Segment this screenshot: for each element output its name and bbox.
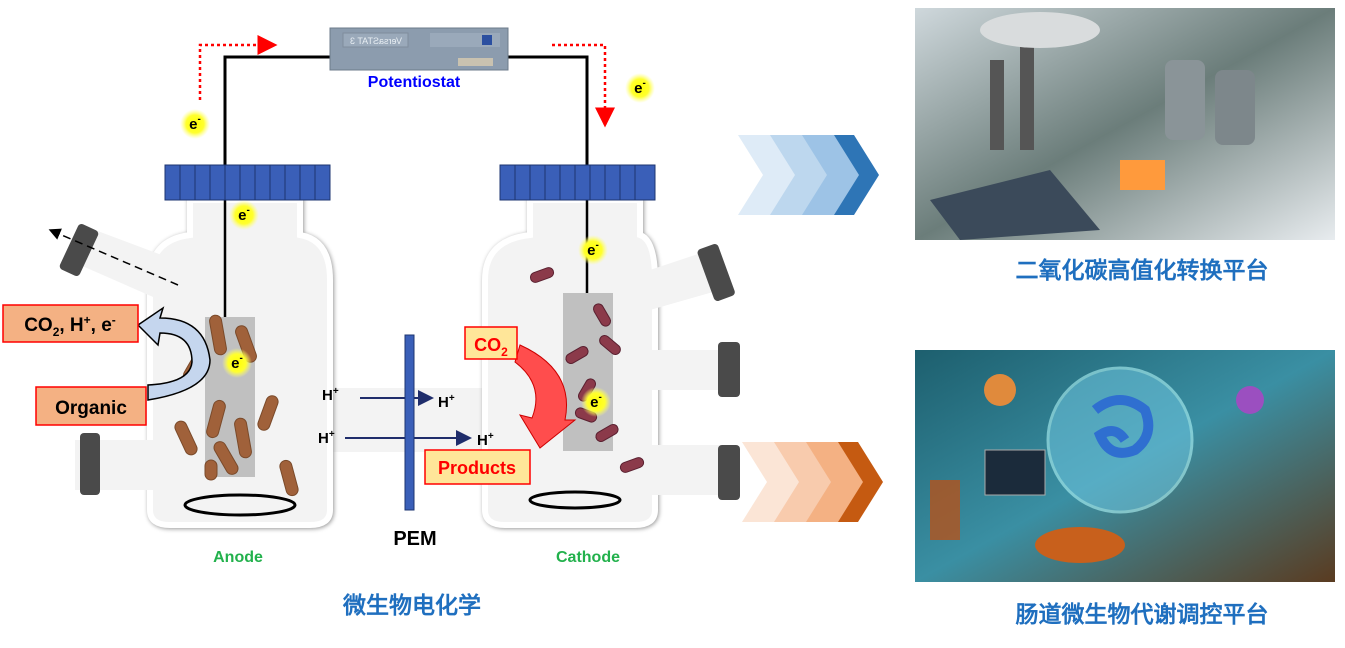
svg-text:e-: e-	[590, 392, 602, 411]
orange-chevron-arrow	[742, 442, 883, 522]
svg-text:e-: e-	[587, 240, 599, 259]
cathode-products-box: Products	[424, 449, 531, 485]
proton-labels: H+ H+ H+ H+	[318, 386, 494, 449]
platform-title-co2: 二氧化碳高值化转换平台	[1016, 257, 1269, 284]
anode-cap	[164, 164, 331, 201]
electron-flow-arrow	[198, 35, 278, 100]
svg-text:CO2, H+, e-: CO2, H+, e-	[24, 313, 116, 339]
gas-outlet-arrow	[48, 228, 179, 286]
port-cap	[718, 342, 740, 397]
svg-text:Products: Products	[438, 458, 516, 478]
potentiostat-device: VersaSTAT 3	[329, 27, 509, 71]
svg-text:e-: e-	[238, 205, 250, 224]
port-cap	[718, 445, 740, 500]
blue-chevron-arrow	[738, 135, 879, 215]
svg-text:e-: e-	[189, 114, 201, 133]
cathode-reaction-arrow	[514, 344, 577, 449]
organic-box: Organic	[35, 386, 147, 426]
svg-text:H+: H+	[322, 386, 339, 404]
platform-title-gut: 肠道微生物代谢调控平台	[1016, 601, 1269, 628]
potentiostat-label: Potentiostat	[368, 74, 461, 91]
anode-products-box: CO2, H+, e-	[2, 304, 139, 343]
svg-text:VersaSTAT 3: VersaSTAT 3	[350, 36, 402, 46]
co2-platform-image	[915, 8, 1335, 240]
electron-markers: e- e- e- e- e- e-	[180, 73, 655, 417]
cathode-cap	[499, 164, 656, 201]
svg-text:e-: e-	[634, 78, 646, 97]
co2-box: CO2	[464, 326, 518, 360]
pem-membrane	[404, 334, 415, 511]
stir-bar	[528, 490, 622, 510]
svg-text:CO2: CO2	[474, 335, 508, 359]
port-cap	[697, 243, 735, 301]
anode-label: Anode	[213, 549, 263, 566]
svg-text:Organic: Organic	[55, 398, 127, 419]
port-cap	[59, 224, 99, 276]
left-title: 微生物电化学	[342, 592, 481, 619]
pem-label: PEM	[393, 528, 436, 550]
svg-text:H+: H+	[477, 431, 494, 449]
svg-text:e-: e-	[231, 353, 243, 372]
cathode-label: Cathode	[556, 549, 620, 566]
gut-platform-image	[915, 350, 1335, 582]
anode-reaction-arrow	[136, 306, 211, 401]
svg-text:H+: H+	[318, 429, 335, 447]
stir-bar	[183, 493, 297, 517]
port-cap	[80, 433, 100, 495]
svg-text:H+: H+	[438, 393, 455, 411]
